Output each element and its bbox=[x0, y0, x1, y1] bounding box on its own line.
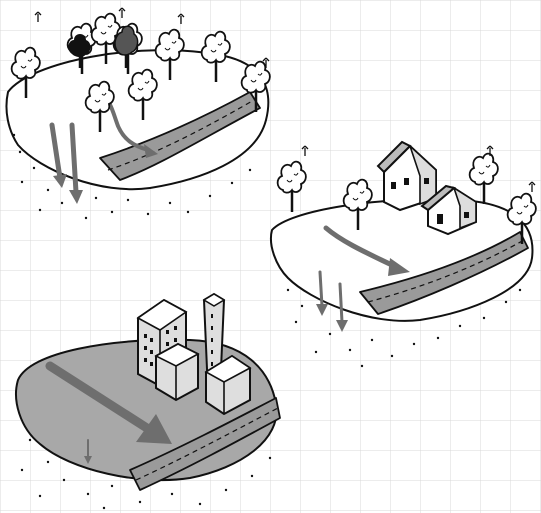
apartment-building-icon bbox=[156, 344, 198, 400]
